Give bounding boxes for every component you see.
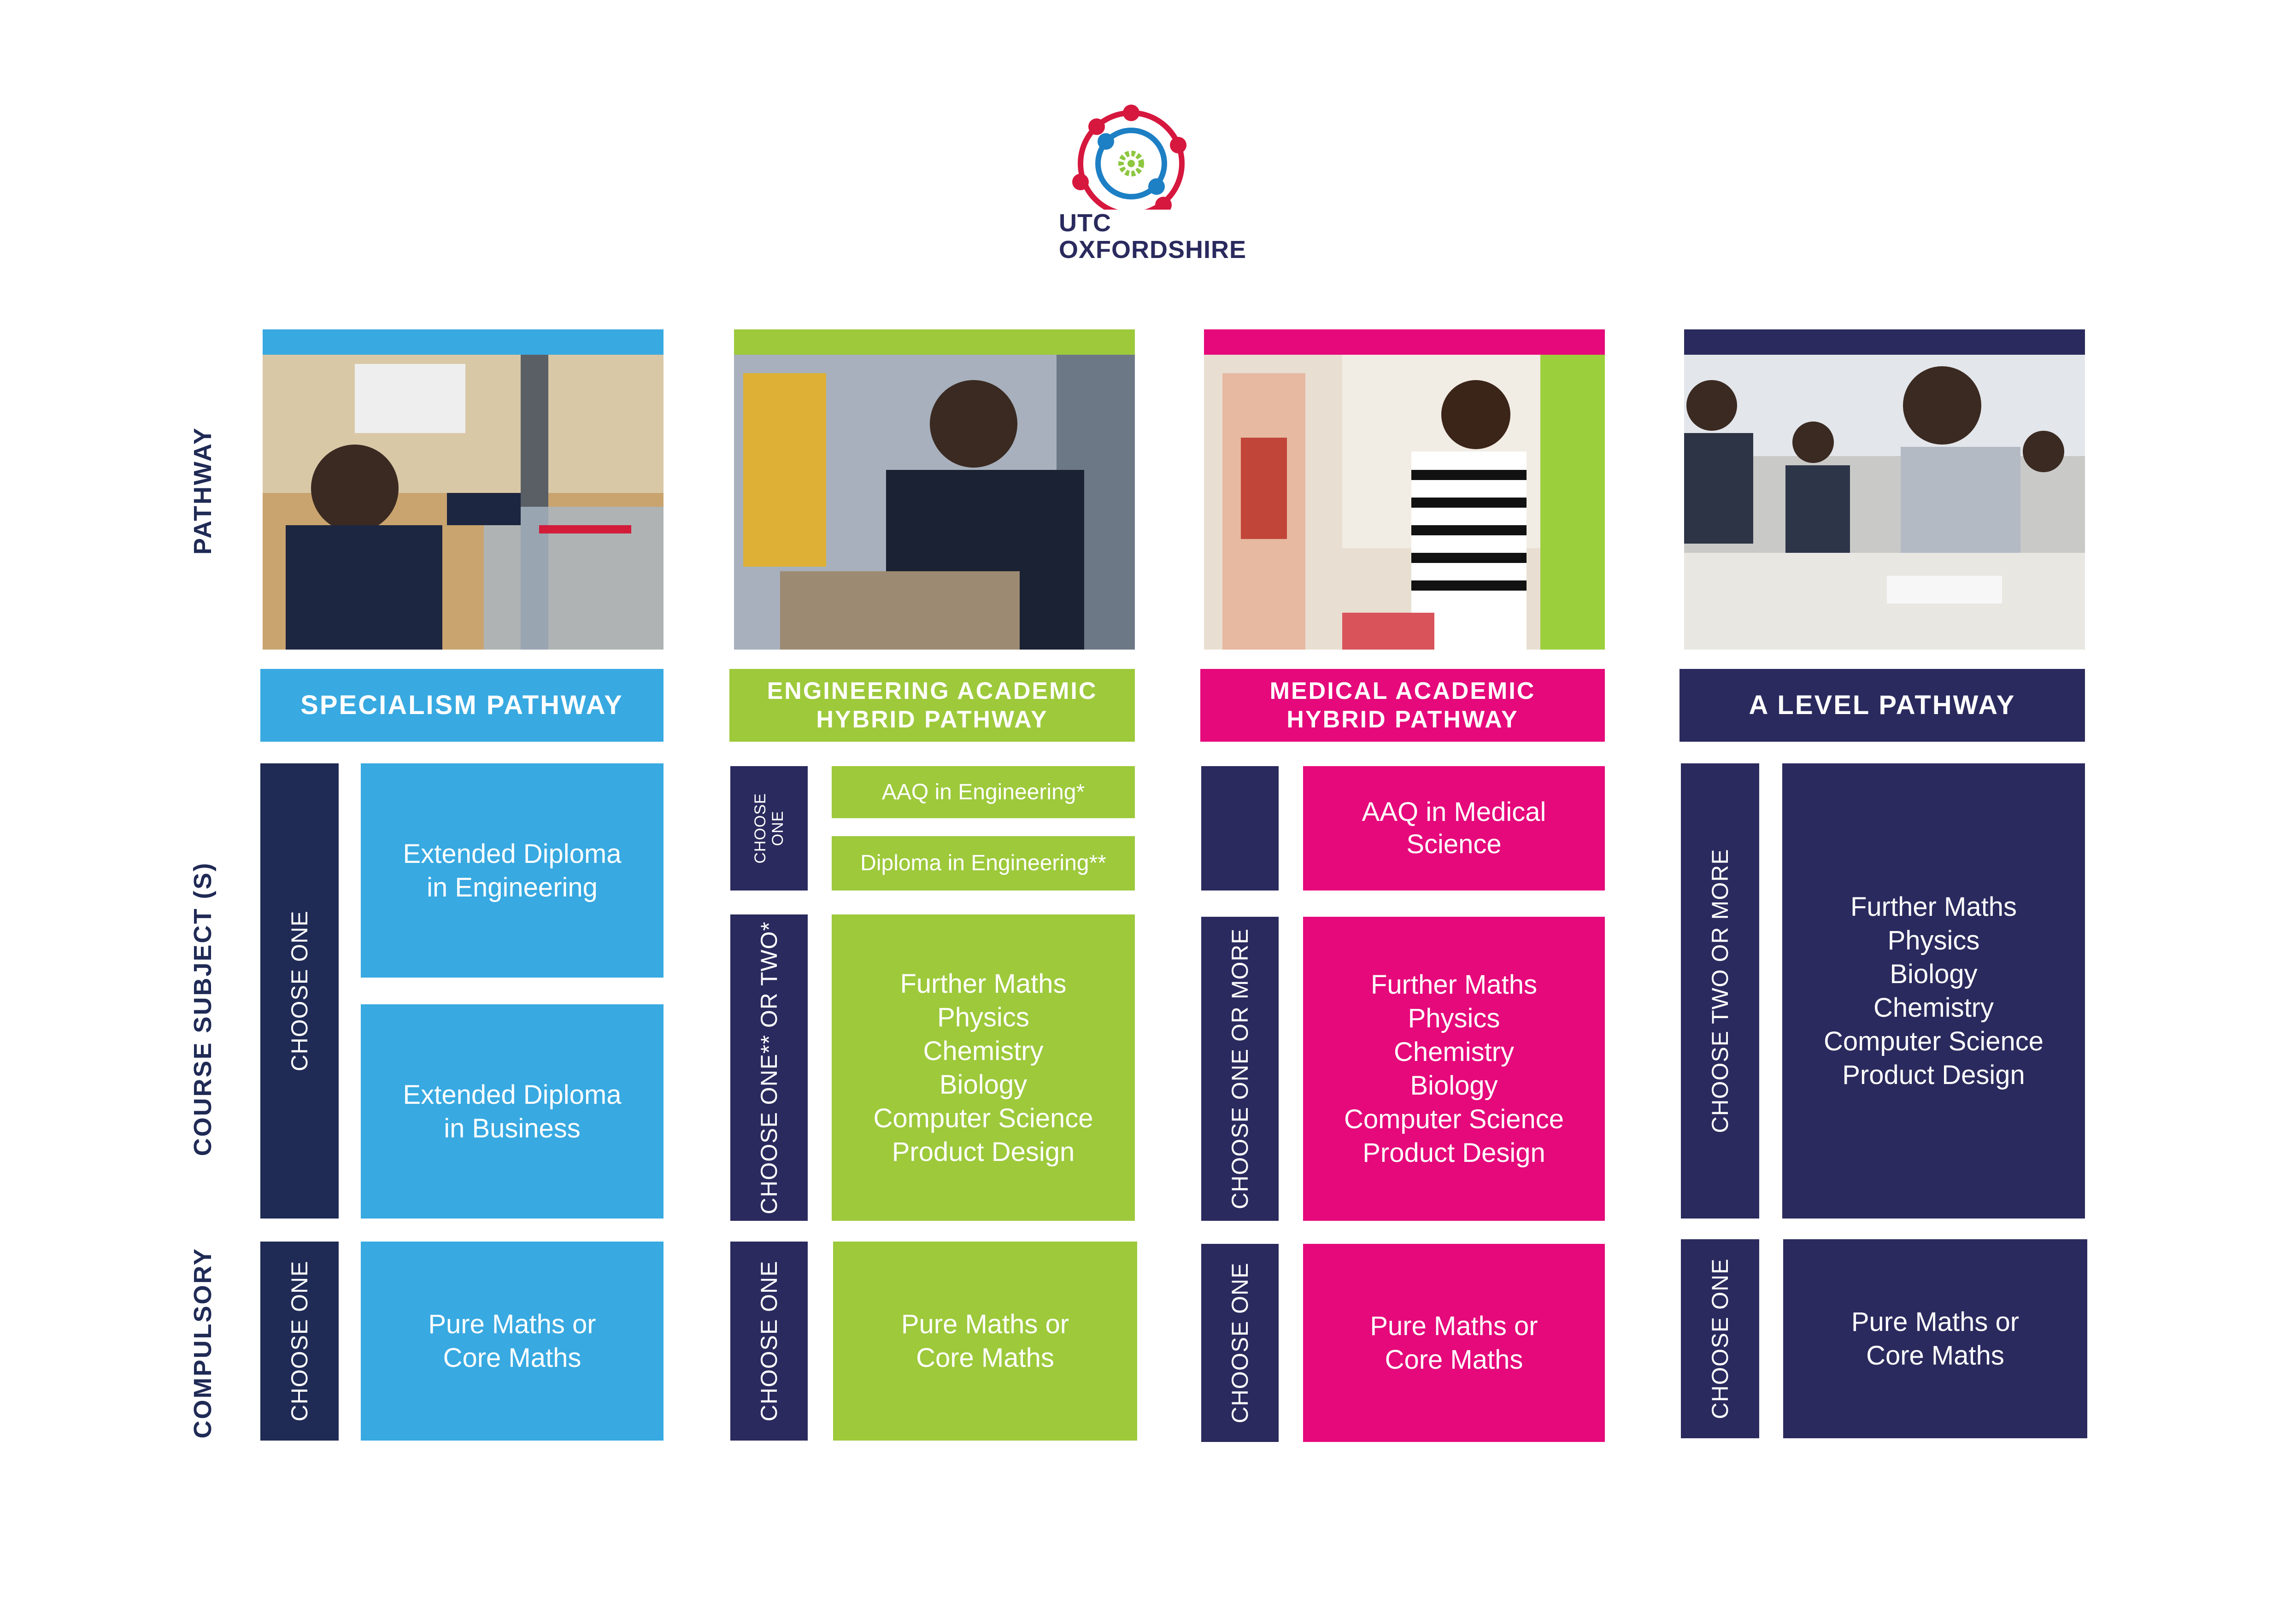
specialism-compulsory-choose-bar: CHOOSE ONE	[260, 1242, 339, 1441]
engineering-compulsory-choose-label: CHOOSE ONE	[756, 1260, 782, 1422]
workshop-photo-icon	[263, 355, 664, 650]
medical-course-subjects: Further Maths Physics Chemistry Biology …	[1303, 917, 1605, 1221]
logo-text-line2: OXFORDSHIRE	[1059, 236, 1247, 264]
medical-pathway-title-text: MEDICAL ACADEMIC HYBRID PATHWAY	[1269, 678, 1536, 733]
alevel-compulsory-maths: Pure Maths or Core Maths	[1783, 1239, 2087, 1438]
medical-photo-icon	[1204, 355, 1605, 650]
engineering-option-aaq: AAQ in Engineering*	[832, 766, 1135, 818]
medical-course-choose-bar: CHOOSE ONE OR MORE	[1201, 917, 1279, 1221]
alevel-course-choose-label: CHOOSE TWO OR MORE	[1707, 849, 1733, 1133]
row-label-course-subject: COURSE SUBJECT (S)	[189, 861, 217, 1156]
engineering-compulsory-choose-bar: CHOOSE ONE	[730, 1242, 808, 1441]
engineering-pathway-title: ENGINEERING ACADEMIC HYBRID PATHWAY	[729, 669, 1135, 742]
medical-course-choose-label: CHOOSE ONE OR MORE	[1227, 928, 1253, 1209]
engineering-compulsory-maths: Pure Maths or Core Maths	[833, 1242, 1137, 1441]
specialism-compulsory-choose-label: CHOOSE ONE	[287, 1260, 312, 1422]
classroom-photo-icon	[1684, 355, 2085, 650]
medical-color-bar	[1204, 329, 1605, 355]
engineering-color-bar	[734, 329, 1135, 355]
logo-mark-icon	[1072, 105, 1186, 210]
row-label-pathway: PATHWAY	[189, 426, 217, 555]
specialism-option-business: Extended Diploma in Business	[361, 1004, 664, 1219]
specialism-compulsory-maths: Pure Maths or Core Maths	[361, 1242, 664, 1441]
medical-pathway-title: MEDICAL ACADEMIC HYBRID PATHWAY	[1200, 669, 1605, 742]
specialism-color-bar	[263, 329, 664, 355]
engineering-course-choose-label: CHOOSE ONE** OR TWO*	[756, 921, 782, 1214]
engineering-course-choose-bar: CHOOSE ONE** OR TWO*	[730, 914, 808, 1221]
row-label-compulsory: COMPULSORY	[189, 1247, 217, 1439]
specialism-course-choose-label: CHOOSE ONE	[287, 910, 312, 1072]
medical-option-aaq: AAQ in Medical Science	[1303, 766, 1605, 891]
engineering-pathway-title-text: ENGINEERING ACADEMIC HYBRID PATHWAY	[767, 678, 1098, 733]
medical-compulsory-maths: Pure Maths or Core Maths	[1303, 1244, 1605, 1442]
specialism-photo	[263, 355, 664, 650]
alevel-pathway-title: A LEVEL PATHWAY	[1679, 669, 2085, 742]
medical-top-bar	[1201, 766, 1279, 891]
alevel-compulsory-choose-bar: CHOOSE ONE	[1681, 1239, 1759, 1438]
medical-photo	[1204, 355, 1605, 650]
engineering-course-subjects: Further Maths Physics Chemistry Biology …	[832, 914, 1135, 1221]
utc-oxfordshire-logo: UTC OXFORDSHIRE	[1046, 104, 1249, 274]
alevel-color-bar	[1684, 329, 2085, 355]
engineering-photo-icon	[734, 355, 1135, 650]
medical-compulsory-choose-label: CHOOSE ONE	[1227, 1262, 1253, 1424]
alevel-photo	[1684, 355, 2085, 650]
engineering-top-choose-bar: CHOOSE ONE	[730, 766, 808, 891]
specialism-course-choose-bar: CHOOSE ONE	[260, 763, 339, 1219]
alevel-course-choose-bar: CHOOSE TWO OR MORE	[1681, 763, 1759, 1219]
engineering-photo	[734, 355, 1135, 650]
alevel-course-subjects: Further Maths Physics Biology Chemistry …	[1782, 763, 2085, 1219]
engineering-option-diploma: Diploma in Engineering**	[832, 836, 1135, 891]
specialism-pathway-title: SPECIALISM PATHWAY	[260, 669, 664, 742]
specialism-option-engineering: Extended Diploma in Engineering	[361, 763, 664, 978]
medical-compulsory-choose-bar: CHOOSE ONE	[1201, 1244, 1279, 1442]
logo-text-line1: UTC	[1059, 209, 1111, 237]
engineering-top-choose-label: CHOOSE ONE	[752, 793, 787, 864]
alevel-compulsory-choose-label: CHOOSE ONE	[1707, 1258, 1733, 1419]
